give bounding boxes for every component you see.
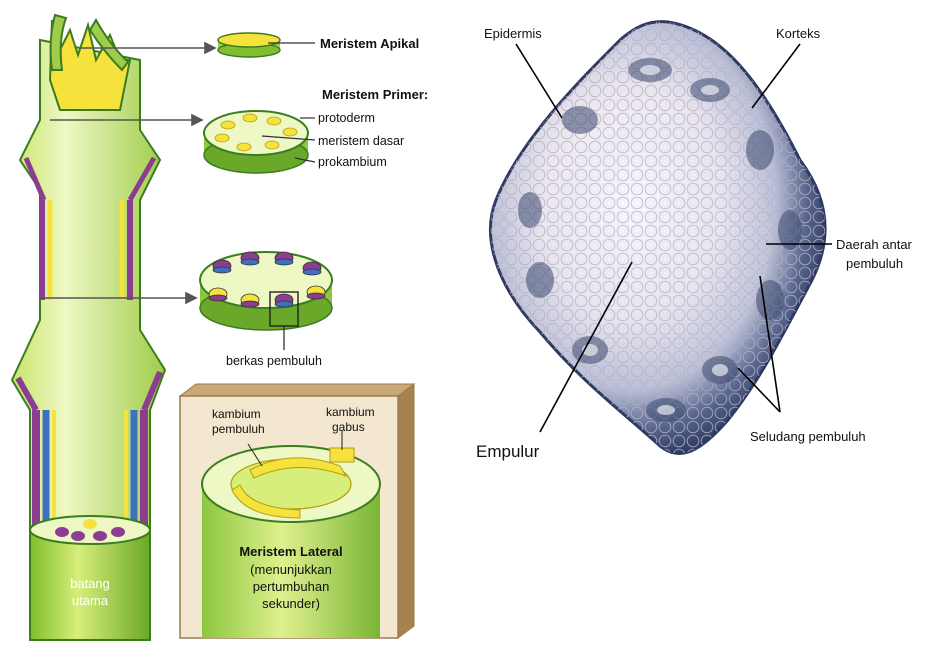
label-batang-2: utama [72,593,109,608]
label-empulur: Empulur [476,442,540,461]
label-meristem-apikal: Meristem Apikal [320,36,419,51]
label-batang-1: batang [70,576,110,591]
label-lateral-desc-3: sekunder) [262,596,320,611]
label-daerah-1: Daerah antar [836,237,913,252]
label-meristem-lateral: Meristem Lateral [239,544,342,559]
label-kambium-pembuluh-2: pembuluh [212,422,265,436]
bundle-disc [200,252,332,350]
label-lateral-desc-1: (menunjukkan [250,562,332,577]
label-seludang-pembuluh: Seludang pembuluh [750,429,866,444]
label-kambium-gabus-2: gabus [332,420,365,434]
label-daerah-2: pembuluh [846,256,903,271]
label-kambium-gabus-1: kambium [326,405,375,419]
label-berkas-pembuluh: berkas pembuluh [226,354,322,368]
primer-disc [204,111,315,173]
label-lateral-desc-2: pertumbuhan [253,579,330,594]
apical-disc [218,33,315,57]
label-protoderm: protoderm [318,111,375,125]
label-epidermis: Epidermis [484,26,542,41]
label-meristem-primer: Meristem Primer: [322,87,428,102]
label-kambium-pembuluh-1: kambium [212,407,261,421]
cross-section-micrograph [490,22,825,454]
label-meristem-dasar: meristem dasar [318,134,404,148]
label-korteks: Korteks [776,26,821,41]
label-prokambium: prokambium [318,155,387,169]
